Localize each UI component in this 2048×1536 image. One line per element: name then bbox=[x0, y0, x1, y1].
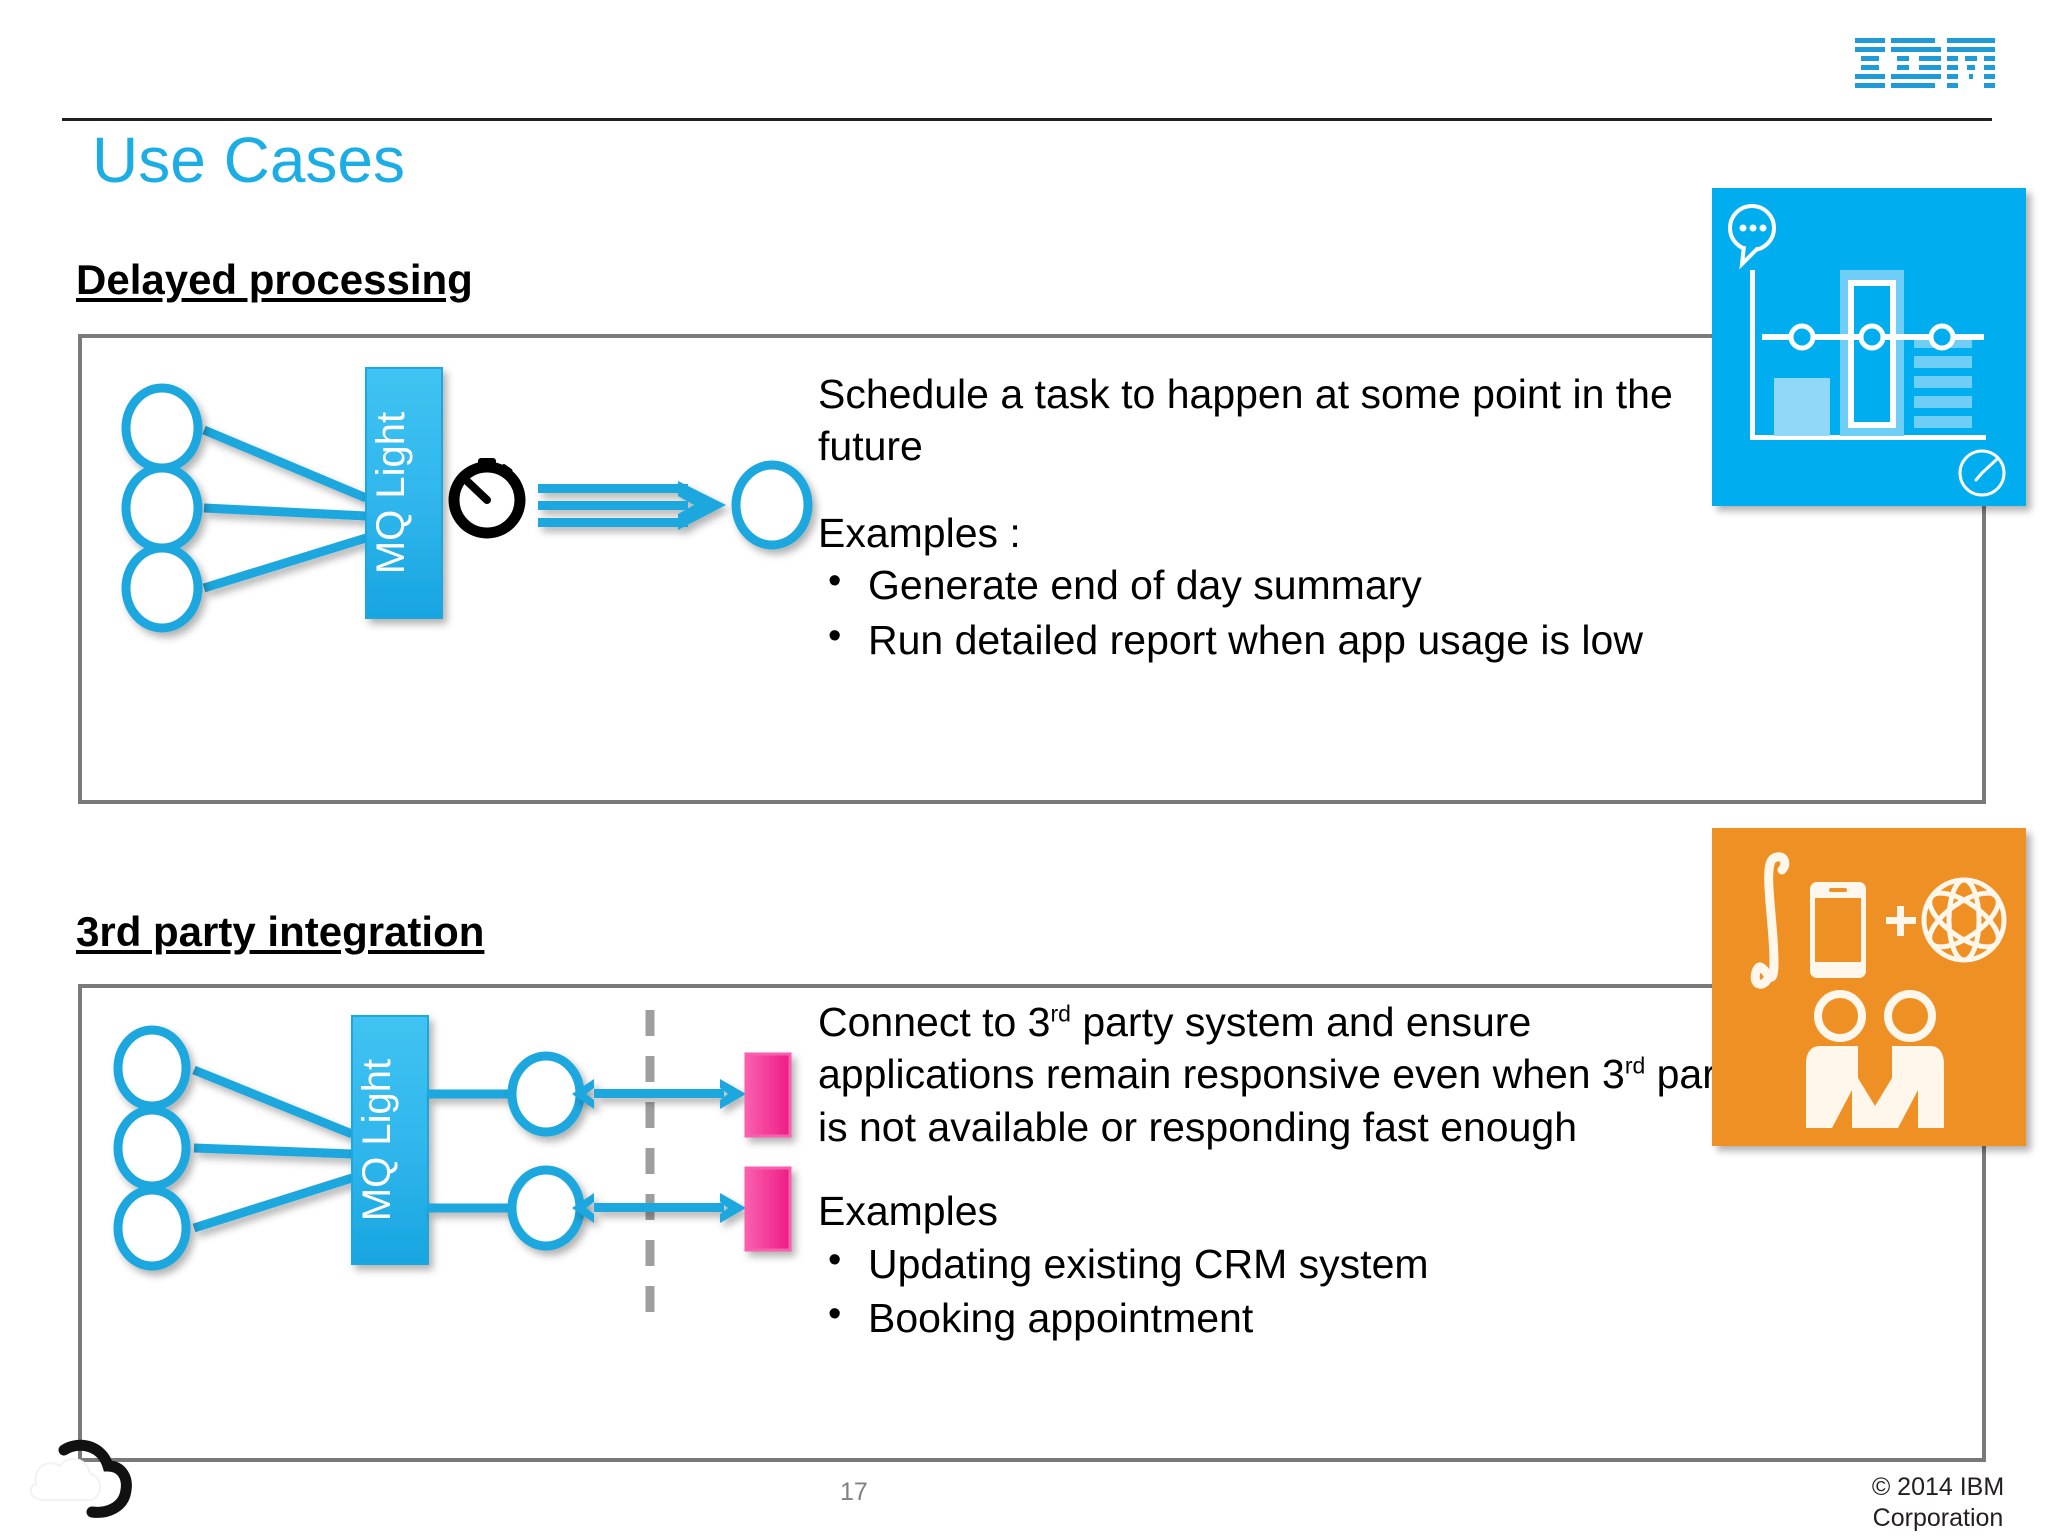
clock-icon bbox=[1958, 449, 2006, 497]
examples-list-1: Generate end of day summary Run detailed… bbox=[818, 557, 1748, 666]
third-party-integration-icon bbox=[1712, 828, 2026, 1146]
handshake-icon-bodies bbox=[1806, 1046, 1944, 1128]
examples-label-2: Examples bbox=[818, 1188, 999, 1235]
integral-icon bbox=[1750, 852, 1790, 989]
producer-node bbox=[113, 1105, 191, 1191]
diagram-delayed-processing: MQ Light bbox=[121, 367, 813, 633]
list-item: Run detailed report when app usage is lo… bbox=[818, 612, 1748, 666]
third-party-system bbox=[744, 1052, 792, 1138]
mq-light-broker-label: MQ Light bbox=[369, 412, 413, 574]
examples-list-2: Updating existing CRM system Booking app… bbox=[818, 1236, 1748, 1345]
plus-icon bbox=[1886, 906, 1916, 936]
speech-bubble-icon bbox=[1728, 204, 1776, 270]
list-item: Generate end of day summary bbox=[818, 557, 1748, 611]
mq-light-broker bbox=[351, 1015, 429, 1265]
description-third-party-integration: Connect to 3rd party system and ensure a… bbox=[818, 996, 1748, 1347]
content-frame-third-party-integration: MQ Light bbox=[78, 984, 1986, 1462]
section-heading-delayed-processing: Delayed processing bbox=[76, 256, 473, 303]
bar-chart-icon bbox=[1750, 270, 1986, 440]
third-party-system bbox=[744, 1166, 792, 1252]
examples-label-1: Examples : bbox=[818, 509, 1021, 556]
diagram-third-party-integration: MQ Light bbox=[113, 1010, 792, 1318]
producer-node bbox=[121, 543, 203, 633]
mq-light-broker-label: MQ Light bbox=[355, 1059, 399, 1221]
handshake-icon bbox=[1814, 990, 1936, 1042]
intro-text-2-part1: Connect to 3 bbox=[818, 999, 1051, 1045]
producer-node bbox=[121, 463, 203, 553]
consumer-node bbox=[507, 1165, 585, 1251]
ordinal-suffix: rd bbox=[1624, 1052, 1646, 1079]
list-item: Booking appointment bbox=[818, 1290, 1748, 1344]
mq-light-broker bbox=[365, 367, 443, 619]
timeline-icon bbox=[1762, 323, 1984, 351]
intro-text-2-part2: party system and ensure applications rem… bbox=[818, 999, 1625, 1098]
copyright-line-2: Corporation bbox=[1872, 1503, 2004, 1532]
delayed-delivery-arrow bbox=[538, 481, 726, 530]
producer-node bbox=[113, 1185, 191, 1271]
scheduled-analytics-icon bbox=[1712, 188, 2026, 506]
copyright-line-1: © 2014 IBM bbox=[1871, 1473, 2005, 1501]
bidirectional-arrow bbox=[572, 1079, 746, 1109]
stopwatch-icon bbox=[448, 458, 526, 539]
ordinal-suffix: rd bbox=[1050, 1000, 1071, 1027]
consumer-node bbox=[731, 460, 813, 550]
intro-text-1: Schedule a task to happen at some point … bbox=[818, 371, 1673, 470]
copyright-notice: © 2014 IBM Corporation bbox=[1838, 1472, 2038, 1533]
producer-node bbox=[113, 1025, 191, 1111]
ibm-logo bbox=[1855, 38, 1995, 90]
mobile-phone-icon bbox=[1810, 882, 1866, 978]
header-divider bbox=[62, 118, 1992, 121]
bidirectional-arrow bbox=[572, 1193, 746, 1223]
section-heading-third-party-integration: 3rd party integration bbox=[76, 908, 485, 955]
page-number: 17 bbox=[840, 1478, 868, 1506]
intro-text-2: Connect to 3rd party system and ensure a… bbox=[818, 996, 1748, 1153]
list-item: Updating existing CRM system bbox=[818, 1236, 1748, 1290]
globe-icon bbox=[1921, 877, 2007, 963]
consumer-node bbox=[507, 1051, 585, 1137]
description-delayed-processing: Schedule a task to happen at some point … bbox=[818, 368, 1748, 668]
cloud-logo bbox=[22, 1432, 158, 1528]
intro-text-2-part3: party is not available or responding fas… bbox=[818, 1051, 1748, 1150]
producer-node bbox=[121, 383, 203, 473]
page-title: Use Cases bbox=[92, 124, 405, 196]
